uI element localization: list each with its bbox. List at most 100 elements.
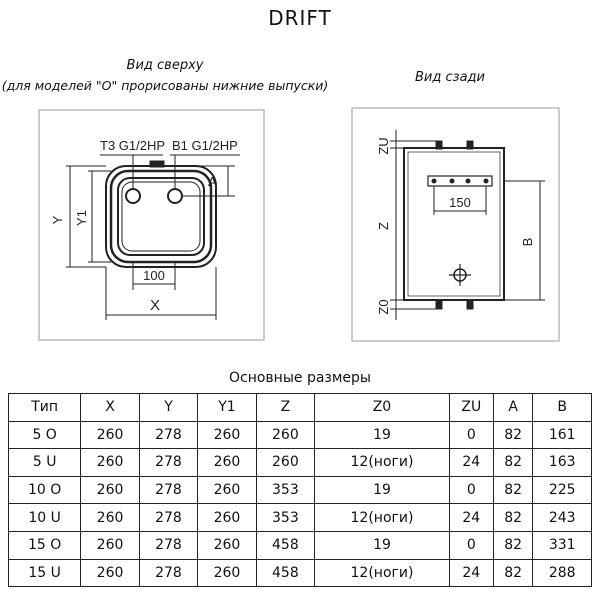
cell-x: 260	[80, 448, 140, 477]
cell-a: 82	[492, 503, 534, 532]
label-z0: Z0	[376, 299, 391, 314]
label-zu: ZU	[376, 137, 391, 154]
bracket-hole-4	[483, 178, 489, 184]
document-title: DRIFT	[268, 6, 332, 30]
cell-z0: 12(ноги)	[314, 503, 450, 532]
cell-a: 82	[492, 530, 534, 560]
cell-z0: 12(ноги)	[314, 558, 450, 588]
cell-x: 260	[80, 558, 140, 588]
cell-zu: 24	[448, 558, 494, 588]
top-view-caption-note: (для моделей "O" прорисованы нижние выпу…	[1, 78, 329, 93]
cell-x: 260	[80, 503, 140, 532]
cell-y1: 260	[197, 530, 257, 560]
table-row: 5 U 260 278 260 260 12(ноги) 24 82 163	[7, 448, 592, 477]
header-y1: Y1	[197, 393, 257, 422]
back-view-caption: Вид сзади	[415, 70, 485, 85]
cell-y: 278	[138, 503, 199, 532]
tank-body	[403, 147, 505, 301]
header-b: B	[532, 393, 592, 422]
cell-y: 278	[138, 420, 199, 450]
mounting-bracket	[427, 175, 493, 187]
cell-a: 82	[492, 475, 534, 505]
cell-z0: 19	[314, 475, 450, 505]
cell-y: 278	[138, 448, 199, 477]
label-y1: Y1	[74, 210, 89, 226]
cell-b: 243	[532, 503, 592, 532]
cell-type: 15 U	[7, 558, 82, 588]
cell-x: 260	[80, 420, 140, 450]
bracket-hole-2	[449, 178, 455, 184]
cell-z: 260	[255, 420, 316, 450]
table-row: 10 U 260 278 260 353 12(ноги) 24 82 243	[7, 503, 592, 532]
cell-z0: 19	[314, 420, 450, 450]
cell-a: 82	[492, 448, 534, 477]
top-view-frame	[38, 109, 265, 341]
table-row: 15 U 260 278 260 458 12(ноги) 24 82 288	[7, 558, 592, 588]
table-row: 15 O 260 278 260 458 19 0 82 331	[7, 530, 592, 560]
bottom-fitting-left	[435, 299, 443, 310]
cell-type: 10 O	[7, 475, 82, 505]
cell-y1: 260	[197, 503, 257, 532]
cell-type: 10 U	[7, 503, 82, 532]
top-fitting-left	[435, 140, 443, 150]
label-z: Z	[376, 222, 391, 230]
cell-y: 278	[138, 475, 199, 505]
bracket-hole-1	[431, 178, 437, 184]
cell-b: 225	[532, 475, 592, 505]
cell-zu: 24	[448, 503, 494, 532]
cell-y: 278	[138, 558, 199, 588]
cell-y1: 260	[197, 558, 257, 588]
pipe-b1	[167, 188, 183, 204]
top-view-caption: Вид сверху	[126, 58, 204, 73]
cell-z0: 19	[314, 530, 450, 560]
cell-z0: 12(ноги)	[314, 448, 450, 477]
cell-zu: 0	[448, 475, 494, 505]
cell-type: 15 O	[7, 530, 82, 560]
cell-z: 458	[255, 530, 316, 560]
label-a: A	[208, 174, 217, 189]
top-fitting-right	[466, 140, 474, 150]
table-caption: Основные размеры	[229, 370, 371, 386]
label-t3: T3 G1/2HP	[100, 138, 165, 153]
table-row: 10 O 260 278 260 353 19 0 82 225	[7, 475, 592, 505]
heater-inner-body	[109, 169, 213, 264]
cell-y1: 260	[197, 420, 257, 450]
label-150: 150	[449, 195, 471, 210]
cell-a: 82	[492, 420, 534, 450]
heater-casing	[117, 177, 205, 256]
label-100: 100	[143, 268, 165, 283]
cell-y1: 260	[197, 448, 257, 477]
header-zu: ZU	[448, 393, 494, 422]
cell-type: 5 O	[7, 420, 82, 450]
cell-zu: 24	[448, 448, 494, 477]
cell-z: 458	[255, 558, 316, 588]
bracket-hole-3	[465, 178, 471, 184]
header-z0: Z0	[314, 393, 450, 422]
cell-x: 260	[80, 530, 140, 560]
pipe-t3	[125, 188, 141, 204]
tank-inner	[407, 151, 501, 297]
heater-casing-inner	[121, 181, 201, 252]
label-x: X	[150, 297, 160, 314]
cell-z: 353	[255, 503, 316, 532]
label-b1: B1 G1/2HP	[172, 138, 238, 153]
cell-y: 278	[138, 530, 199, 560]
cell-b: 331	[532, 530, 592, 560]
cell-x: 260	[80, 475, 140, 505]
label-y: Y	[50, 215, 65, 224]
table-header-row: Тип X Y Y1 Z Z0 ZU A B	[7, 393, 592, 422]
header-x: X	[80, 393, 140, 422]
top-fitting	[149, 160, 165, 168]
label-b: B	[520, 238, 535, 247]
back-view-frame	[351, 107, 560, 342]
bottom-fitting-right	[466, 299, 474, 310]
header-a: A	[492, 393, 534, 422]
cell-y1: 260	[197, 475, 257, 505]
cell-type: 5 U	[7, 448, 82, 477]
cell-b: 288	[532, 558, 592, 588]
cell-zu: 0	[448, 420, 494, 450]
header-y: Y	[138, 393, 199, 422]
cell-b: 161	[532, 420, 592, 450]
cell-b: 163	[532, 448, 592, 477]
dimensions-table: Тип X Y Y1 Z Z0 ZU A B 5 O 260 278 260 2…	[7, 393, 592, 588]
